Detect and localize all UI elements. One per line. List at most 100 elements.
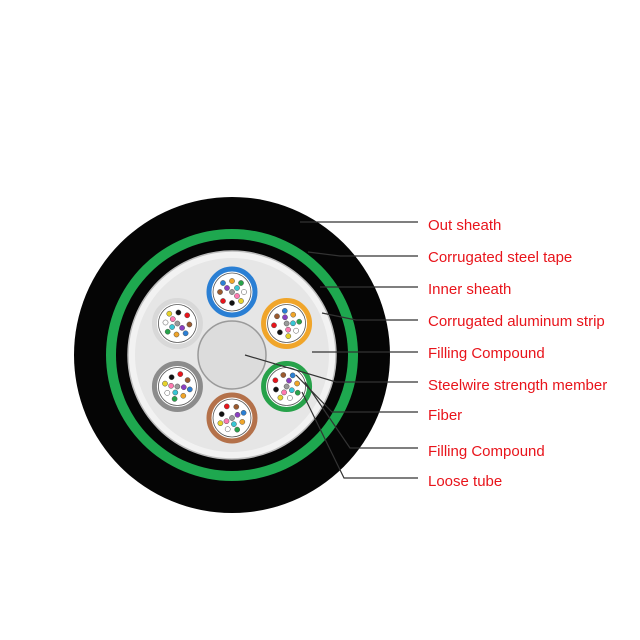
fiber: [271, 322, 277, 329]
fiber: [169, 324, 175, 330]
fiber: [229, 289, 235, 295]
label-fiber: Fiber: [428, 407, 462, 424]
loose-tube-inner-edge: [158, 367, 197, 406]
label-corrugated-aluminum-strip: Corrugated aluminum strip: [428, 313, 605, 330]
fiber: [177, 371, 184, 377]
fiber: [229, 300, 235, 306]
fiber: [169, 316, 176, 322]
fiber: [287, 395, 293, 401]
fiber: [173, 331, 180, 338]
fiber: [164, 328, 171, 335]
fiber: [240, 409, 247, 416]
fiber: [217, 289, 223, 295]
loose-tube-inner-edge: [212, 398, 252, 438]
fiber: [174, 383, 181, 390]
fiber: [239, 419, 246, 425]
fiber: [238, 280, 244, 286]
fiber: [229, 278, 235, 284]
fiber: [273, 386, 279, 393]
leader-line-steelwire-strength-member: [244, 354, 418, 383]
loose-tube-green: [261, 361, 313, 412]
fiber: [233, 403, 240, 410]
label-steelwire-strength-member: Steelwire strength member: [428, 377, 607, 394]
fiber: [164, 390, 171, 396]
fiber: [184, 377, 191, 383]
fiber: [231, 421, 237, 427]
label-inner-sheath: Inner sheath: [428, 281, 511, 298]
fiber: [184, 312, 191, 319]
callout-group: Out sheath Corrugated steel tape Inner s…: [244, 217, 607, 490]
loose-tube-brown: [206, 392, 258, 444]
fiber: [294, 380, 300, 387]
fiber: [294, 389, 301, 396]
fiber: [234, 293, 240, 299]
leader-line-corrugated-steel-tape: [307, 251, 418, 257]
fiber: [281, 308, 288, 314]
loose-tube-inner-edge: [158, 304, 197, 343]
fiber: [220, 298, 226, 304]
fiber: [274, 313, 280, 320]
fiber: [234, 426, 241, 433]
loose-tube-white: [151, 298, 203, 349]
leader-line-loose-tube: [301, 391, 418, 479]
fiber: [218, 411, 225, 417]
fiber: [282, 314, 288, 321]
loose-tube-inner-edge: [212, 272, 252, 312]
fiber: [293, 327, 299, 334]
fiber: [290, 320, 296, 327]
fiber: [229, 415, 235, 421]
fiber: [175, 309, 182, 316]
fiber: [288, 387, 295, 394]
fiber: [224, 426, 231, 433]
loose-tube-inner-edge: [267, 304, 306, 343]
label-filling-compound-1: Filling Compound: [428, 345, 545, 362]
fiber: [272, 377, 279, 384]
fiber: [223, 403, 230, 410]
cable-cross-section: [74, 197, 390, 513]
fiber: [182, 330, 189, 337]
fiber: [281, 389, 287, 396]
fiber: [283, 383, 290, 390]
fiber: [166, 310, 173, 317]
fiber: [171, 396, 178, 402]
fiber: [286, 377, 292, 384]
fiber: [186, 386, 193, 393]
leader-line-filling-compound-2: [304, 381, 418, 449]
fiber: [162, 380, 168, 387]
label-loose-tube: Loose tube: [428, 473, 502, 490]
label-out-sheath: Out sheath: [428, 217, 501, 234]
fiber: [180, 392, 187, 399]
fiber: [186, 321, 193, 328]
fiber: [223, 418, 230, 425]
fiber: [174, 320, 181, 327]
steelwire-strength-member: [197, 320, 267, 390]
fiber: [285, 333, 292, 339]
fiber: [180, 384, 187, 391]
fiber: [296, 318, 303, 325]
label-corrugated-steel-tape: Corrugated steel tape: [428, 249, 572, 266]
fiber: [234, 285, 240, 291]
fiber: [234, 411, 241, 418]
leader-line-corrugated-aluminum-strip: [321, 312, 418, 321]
loose-tube-group: [151, 266, 313, 444]
fiber: [162, 319, 169, 326]
label-filling-compound-2: Filling Compound: [428, 443, 545, 460]
fiber: [277, 329, 283, 336]
fiber: [283, 320, 290, 327]
fiber: [179, 325, 185, 331]
fiber: [168, 374, 175, 381]
fiber: [238, 298, 244, 304]
fiber: [290, 311, 297, 318]
fiber: [277, 394, 284, 401]
fiber: [220, 280, 226, 286]
fiber: [285, 326, 291, 333]
loose-tube-orange: [261, 298, 313, 349]
fiber: [168, 382, 174, 389]
fiber: [289, 372, 296, 379]
fiber: [217, 420, 224, 427]
fiber: [280, 372, 287, 378]
loose-tube-gray: [151, 361, 203, 412]
fiber: [172, 389, 179, 396]
fiber: [224, 285, 230, 291]
